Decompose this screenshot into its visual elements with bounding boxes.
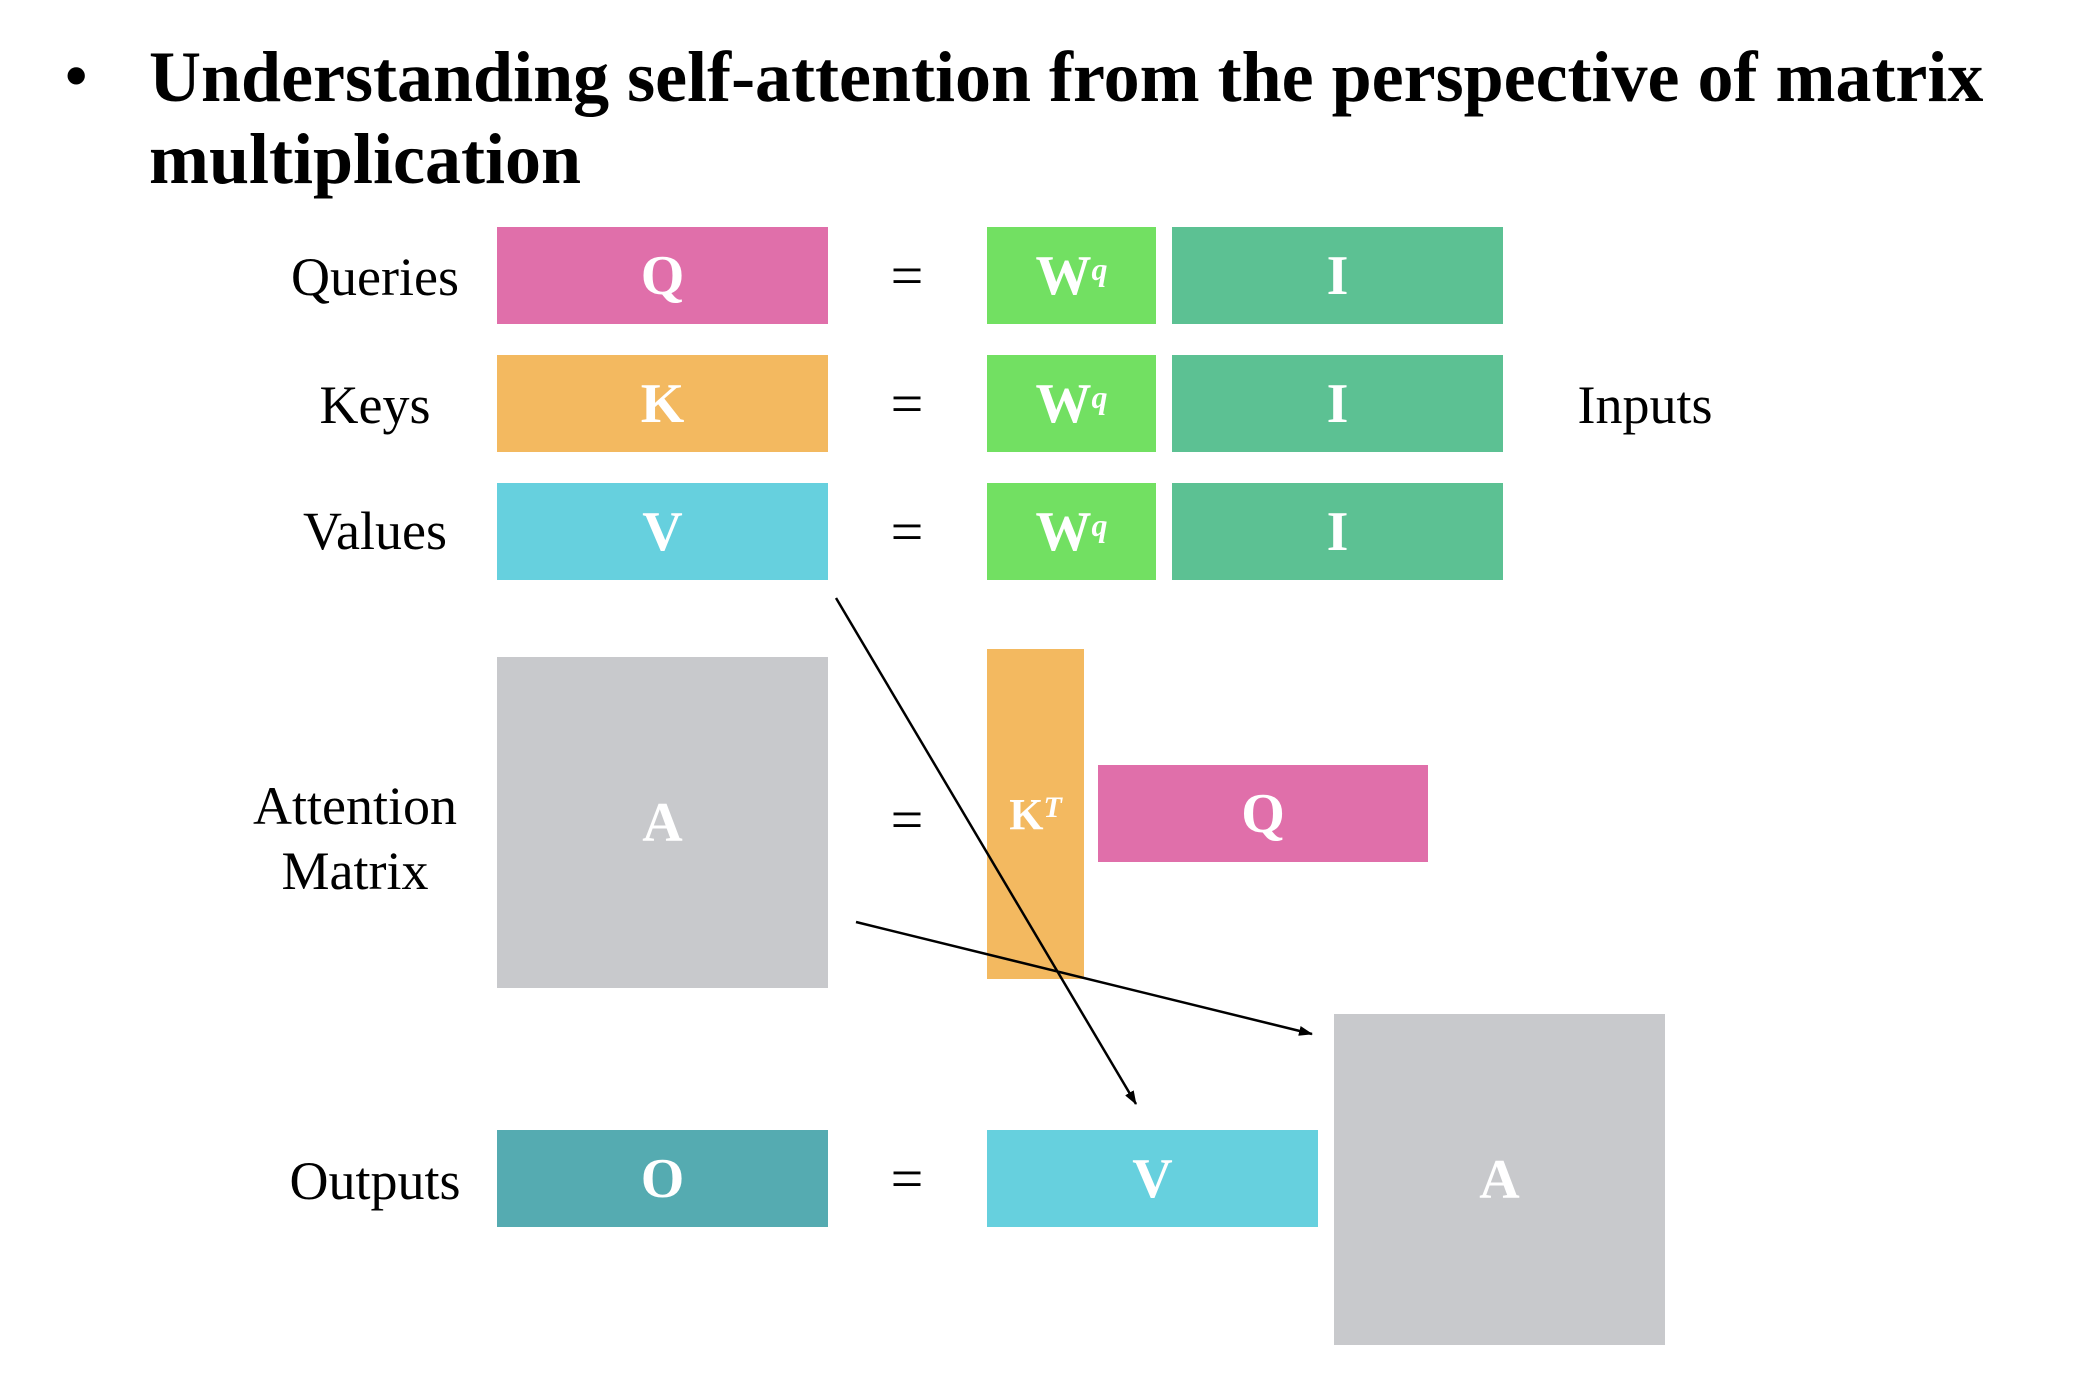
arrow-a-to-output	[855, 920, 1313, 1036]
label-keys: Keys	[319, 375, 431, 435]
matrix-k: K	[497, 355, 828, 452]
label-values: Values	[303, 501, 447, 561]
matrix-o: O	[497, 1130, 828, 1227]
equals-sign: =	[890, 1146, 924, 1211]
equals-sign: =	[890, 787, 924, 852]
matrix-q-attention: Q	[1098, 765, 1428, 862]
matrix-input-queries: I	[1172, 227, 1503, 324]
matrix-v-output: V	[987, 1130, 1318, 1227]
label-outputs: Outputs	[289, 1151, 461, 1211]
matrix-a: A	[497, 657, 828, 988]
label-inputs: Inputs	[1577, 375, 1713, 435]
matrix-input-values: I	[1172, 483, 1503, 580]
matrix-input-keys: I	[1172, 355, 1503, 452]
label-attention-line1: Attention	[253, 776, 457, 836]
label-queries: Queries	[291, 247, 459, 307]
arrow-v-to-output	[834, 597, 1138, 1105]
matrix-q: Q	[497, 227, 828, 324]
matrix-a-output: A	[1334, 1014, 1665, 1345]
matrix-v: V	[497, 483, 828, 580]
bullet-marker: •	[65, 40, 88, 111]
equals-sign: =	[890, 499, 924, 564]
equals-sign: =	[890, 243, 924, 308]
equals-sign: =	[890, 371, 924, 436]
page-title: Understanding self-attention from the pe…	[149, 37, 1984, 199]
label-attention-line2: Matrix	[281, 841, 429, 901]
